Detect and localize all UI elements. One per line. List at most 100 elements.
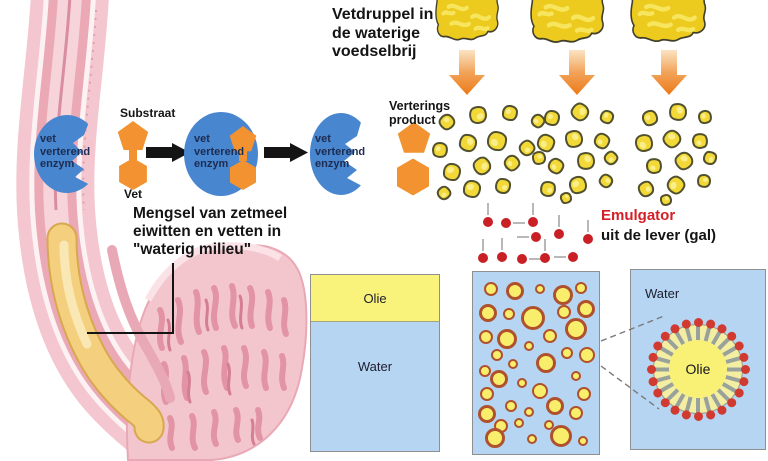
emulsified-oil-droplet — [527, 434, 537, 444]
callout-bracket-line — [87, 263, 174, 334]
water-label: Water — [357, 359, 393, 374]
digestion-product-shapes — [397, 122, 431, 196]
cardia-junction — [107, 245, 175, 403]
emulsifier-head — [483, 217, 493, 227]
emulsifier-head — [517, 254, 527, 264]
emulsified-oil-droplet — [491, 349, 503, 361]
emulsified-oil-droplet — [550, 425, 572, 447]
emulsified-oil-droplet — [479, 365, 491, 377]
emulsifier-head — [540, 253, 550, 263]
emulsified-oil-droplet — [536, 353, 556, 373]
emulsified-oil-droplet — [497, 329, 517, 349]
emulsified-oil-droplet — [561, 347, 573, 359]
emulsified-oil-droplet — [524, 341, 534, 351]
emulsified-oil-droplet — [505, 400, 517, 412]
emulsified-oil-droplet — [535, 284, 545, 294]
emulsified-oil-droplet — [557, 305, 571, 319]
emulsified-oil-droplet — [506, 282, 524, 300]
emulsifier-head — [528, 217, 538, 227]
wall-texture — [82, 9, 97, 211]
emulsifier-head — [501, 218, 511, 228]
emulsifier-tail — [586, 220, 590, 232]
fat-droplet-blob-2 — [531, 0, 603, 42]
enzyme-2-label: vet verterend enzym — [194, 133, 245, 170]
emulsion-droplet-layer — [473, 272, 599, 454]
bound-substrate-molecule — [229, 126, 257, 190]
stomach-folds — [157, 283, 289, 451]
emulsifier-tail — [513, 221, 525, 225]
bolus-highlight — [59, 240, 92, 349]
emulsified-oil-droplet — [490, 370, 508, 388]
emulsified-oil-droplet — [575, 282, 587, 294]
oil-label: Olie — [685, 361, 711, 377]
fat-label: Vet — [124, 187, 143, 201]
emulsified-oil-droplet — [532, 383, 548, 399]
arrow-down-icon — [651, 50, 687, 95]
micelle-tail — [726, 367, 742, 371]
mixture-note: Mengsel van zetmeel eiwitten en vetten i… — [133, 205, 288, 258]
stomach-crest-highlight — [144, 242, 282, 302]
emulsified-oil-droplet — [546, 397, 564, 415]
emulsifier-molecule — [497, 238, 507, 262]
emulsifier-molecule — [540, 239, 550, 263]
beaker-micelle-detail: Water Olie — [630, 269, 766, 450]
emulsified-oil-droplet — [553, 285, 573, 305]
substrate-molecule — [117, 121, 149, 190]
substrate-label: Substraat — [120, 106, 176, 120]
emulsified-oil-droplet — [479, 330, 493, 344]
emulsifier-head — [554, 229, 564, 239]
emulsified-oil-droplet — [578, 436, 588, 446]
emulsified-oil-droplet — [479, 304, 497, 322]
micelle-oil-core: Olie — [669, 340, 727, 398]
emulsified-oil-droplet — [514, 418, 524, 428]
emulsifier-tail — [481, 239, 485, 251]
emulsified-oil-droplet — [569, 406, 583, 420]
fat-digesting-enzyme-1 — [34, 114, 89, 193]
emulsifier-molecule — [517, 254, 541, 264]
emulsifier-tail — [543, 239, 547, 251]
emulsified-oil-droplet — [577, 387, 591, 401]
fat-digesting-enzyme-3 — [309, 112, 361, 195]
emulsifier-molecule — [554, 252, 578, 262]
emulsified-oil-droplet — [524, 407, 534, 417]
micelle: Olie — [643, 314, 753, 424]
emulsifier-molecule — [483, 203, 493, 227]
emulsifier-molecule — [478, 239, 488, 263]
emulsifier-head — [583, 234, 593, 244]
micelle-head — [693, 317, 703, 327]
emulsifier-title: Emulgator — [601, 207, 676, 224]
stomach-folds-accent — [166, 294, 256, 446]
enzyme-3-label: vet verterend enzym — [315, 133, 366, 170]
emulsified-oil-droplet — [508, 359, 518, 369]
arrow-right-icon — [264, 143, 308, 162]
emulsifier-tail — [500, 238, 504, 250]
emulsified-oil-droplet — [485, 428, 505, 448]
emulsified-oil-droplet — [503, 308, 515, 320]
micelle-head — [740, 364, 750, 374]
emulsified-oil-droplet — [543, 329, 557, 343]
digestion-product-label: Verterings product — [389, 99, 451, 127]
fat-droplet — [486, 130, 508, 152]
micelle-head — [693, 411, 703, 421]
beaker-separated: Olie Water — [310, 274, 440, 452]
fat-droplet — [494, 177, 512, 195]
fat-droplet-heading: Vetdruppel in de waterige voedselbrij — [332, 6, 434, 60]
emulsified-oil-droplet — [544, 420, 554, 430]
emulsifier-molecule — [501, 218, 525, 228]
emulsified-oil-droplet — [571, 371, 581, 381]
micelle-tail — [696, 325, 700, 341]
emulsifier-tail — [554, 255, 566, 259]
oil-label: Olie — [363, 290, 387, 306]
emulsifier-head — [568, 252, 578, 262]
emulsifier-molecule — [554, 215, 564, 239]
fat-droplet — [501, 104, 519, 122]
micelle-tail — [654, 367, 670, 371]
beaker-emulsion — [472, 271, 600, 455]
emulsifier-tail — [486, 203, 490, 215]
emulsifier-tail — [557, 215, 561, 227]
emulsifier-tail — [531, 203, 535, 215]
emulsified-oil-droplet — [577, 300, 595, 318]
arrow-right-icon — [146, 143, 190, 162]
fat-droplet-blob-3 — [631, 0, 705, 41]
